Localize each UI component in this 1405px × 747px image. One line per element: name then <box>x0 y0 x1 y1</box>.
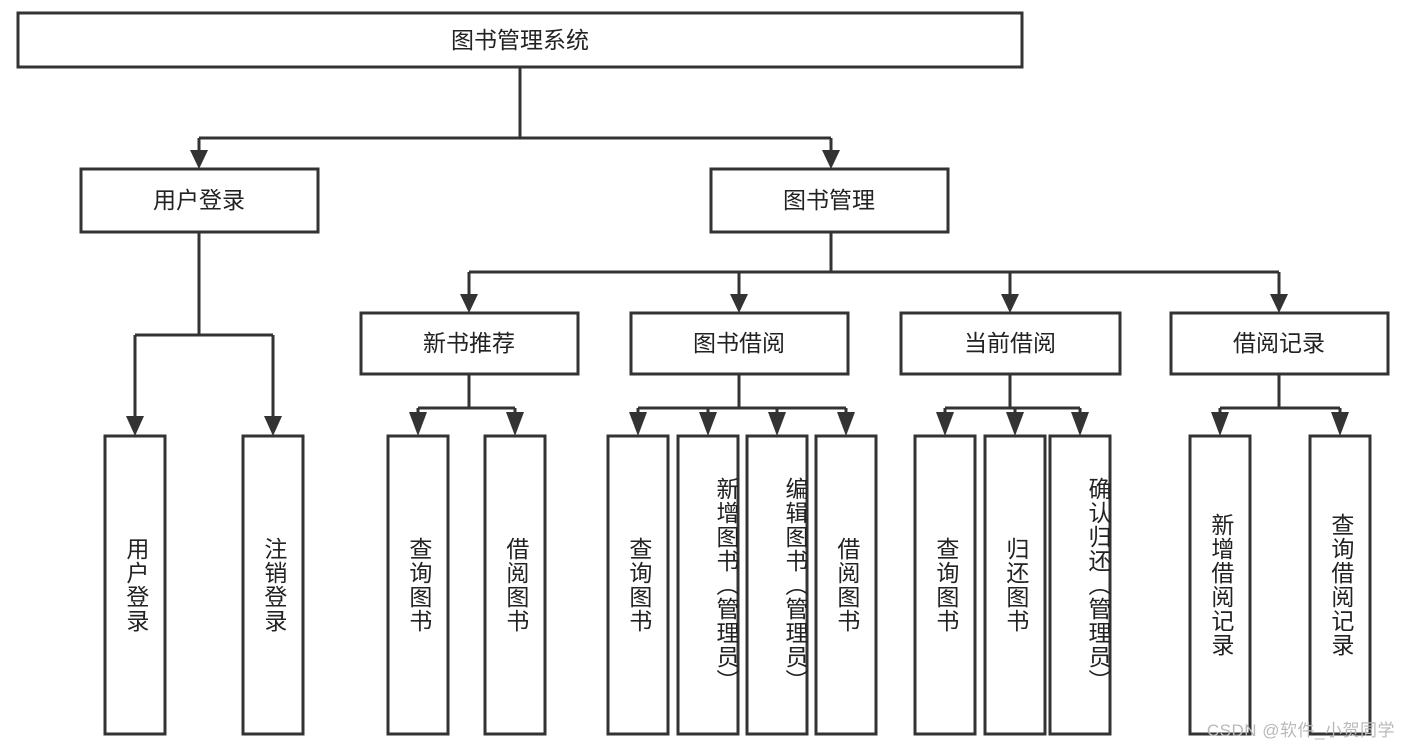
arrow-book-borrow-leaf-4 <box>837 412 855 436</box>
label-leaf-borrow-book-1: 借阅图书 <box>502 537 529 633</box>
node-leaf-return-book[interactable] <box>983 434 1047 736</box>
label-root-system: 图书管理系统 <box>451 27 589 53</box>
label-leaf-add-borrow-record: 新增借阅记录 <box>1207 513 1234 657</box>
label-leaf-query-book-2: 查询图书 <box>625 537 652 633</box>
node-root-system[interactable] <box>16 11 1024 69</box>
node-borrow-record[interactable] <box>1169 311 1390 376</box>
node-leaf-logout[interactable] <box>241 434 305 736</box>
label-leaf-query-book-1: 查询图书 <box>405 537 432 633</box>
arrow-user-login-leaf-1 <box>126 416 144 436</box>
arrow-root-to-book-mgmt <box>822 150 840 169</box>
arrow-book-mgmt-to-current <box>1001 294 1019 313</box>
node-new-book-recommend[interactable] <box>359 311 580 376</box>
node-box-group <box>16 11 1390 736</box>
label-current-borrow: 当前借阅 <box>964 330 1056 356</box>
node-leaf-query-book-3[interactable] <box>913 434 977 736</box>
connector-group <box>126 67 1349 436</box>
arrow-book-mgmt-to-new-book <box>460 294 478 313</box>
node-leaf-confirm-return-admin[interactable] <box>1048 434 1112 736</box>
node-leaf-borrow-book-2[interactable] <box>814 434 878 736</box>
node-leaf-edit-book-admin[interactable] <box>745 434 809 736</box>
node-leaf-borrow-book-1[interactable] <box>483 434 547 736</box>
arrow-book-mgmt-to-record <box>1270 294 1288 313</box>
label-book-borrow: 图书借阅 <box>693 330 785 356</box>
node-leaf-query-book-1[interactable] <box>386 434 450 736</box>
arrow-current-borrow-leaf-2 <box>1006 412 1024 436</box>
arrow-book-mgmt-to-borrow <box>730 294 748 313</box>
node-leaf-user-login[interactable] <box>103 434 167 736</box>
node-book-borrow[interactable] <box>629 311 850 376</box>
arrow-book-borrow-leaf-2 <box>699 412 717 436</box>
arrow-new-book-leaf-2 <box>506 412 524 436</box>
arrow-current-borrow-leaf-1 <box>936 412 954 436</box>
arrow-borrow-record-leaf-2 <box>1331 412 1349 436</box>
node-user-login[interactable] <box>79 167 320 234</box>
watermark-text: CSDN @软件_小贺同学 <box>1206 721 1395 740</box>
node-label-group: 图书管理系统 用户登录 图书管理 新书推荐 图书借阅 当前借阅 借阅记录 <box>153 27 1325 356</box>
label-leaf-query-book-3: 查询图书 <box>932 537 959 633</box>
arrow-current-borrow-leaf-3 <box>1071 412 1089 436</box>
node-leaf-query-borrow-record[interactable] <box>1308 434 1372 736</box>
label-leaf-confirm-return-admin: 确认归还（管理员） <box>1085 477 1111 693</box>
label-leaf-add-book-admin: 新增图书（管理员） <box>713 477 739 693</box>
node-leaf-add-borrow-record[interactable] <box>1188 434 1252 736</box>
arrow-user-login-leaf-2 <box>264 416 282 436</box>
label-leaf-borrow-book-2: 借阅图书 <box>833 537 860 633</box>
label-leaf-return-book: 归还图书 <box>1002 537 1029 633</box>
label-new-book-recommend: 新书推荐 <box>423 330 515 356</box>
label-borrow-record: 借阅记录 <box>1233 330 1325 356</box>
arrow-borrow-record-leaf-1 <box>1211 412 1229 436</box>
label-leaf-user-login: 用户登录 <box>122 537 149 633</box>
node-leaf-query-book-2[interactable] <box>606 434 670 736</box>
label-book-management: 图书管理 <box>783 187 875 213</box>
label-leaf-query-borrow-record: 查询借阅记录 <box>1327 513 1354 657</box>
label-user-login: 用户登录 <box>153 187 245 213</box>
node-current-borrow[interactable] <box>899 311 1122 376</box>
arrow-new-book-leaf-1 <box>409 412 427 436</box>
arrow-book-borrow-leaf-1 <box>629 412 647 436</box>
arrow-root-to-user-login <box>190 150 208 169</box>
node-book-management[interactable] <box>709 167 950 234</box>
label-leaf-edit-book-admin: 编辑图书（管理员） <box>782 477 808 693</box>
arrow-book-borrow-leaf-3 <box>768 412 786 436</box>
label-leaf-logout: 注销登录 <box>260 537 287 633</box>
node-leaf-add-book-admin[interactable] <box>676 434 740 736</box>
